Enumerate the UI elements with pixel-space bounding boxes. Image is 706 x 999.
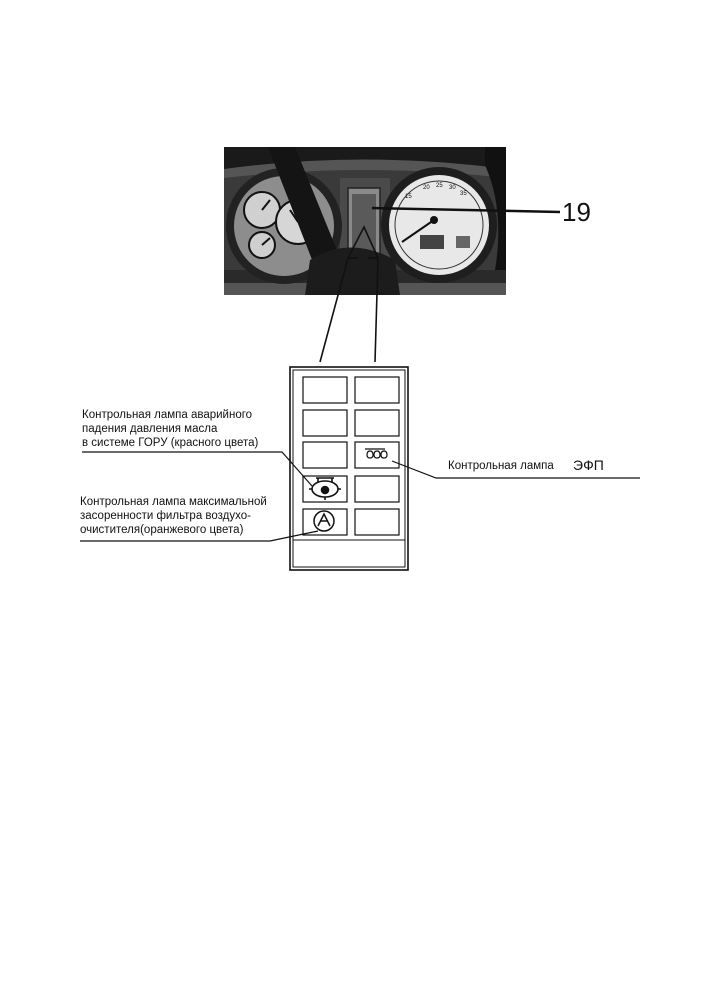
- callout-number: 19: [562, 197, 591, 227]
- lamp-slot-oil-pressure: [302, 475, 348, 503]
- lamp-slot-l3: [302, 441, 348, 469]
- lamp-slot-l2: [302, 409, 348, 437]
- lamp-slot-r4: [354, 475, 400, 503]
- svg-text:30: 30: [449, 185, 456, 191]
- leader-air-filter: [80, 530, 319, 542]
- svg-text:20: 20: [423, 185, 430, 191]
- leader-oil-pressure: [82, 451, 313, 487]
- tachometer: 20 25 30 35 15: [381, 167, 497, 283]
- leader-efp: [391, 460, 640, 479]
- magnification-arrow: [319, 225, 379, 363]
- lamp-slot-r2: [354, 409, 400, 437]
- label-oil-pressure-lamp: Контрольная лампа аварийного падения дав…: [82, 408, 258, 450]
- label-oil-pressure-line2: падения давления масла: [82, 423, 218, 435]
- label-air-filter-lamp: Контрольная лампа максимальной засоренно…: [80, 495, 267, 537]
- label-air-filter-line1: Контрольная лампа максимальной: [80, 496, 267, 508]
- label-efp-lamp-code: ЭФП: [573, 457, 604, 473]
- label-air-filter-line3: очистителя(оранжевого цвета): [80, 524, 244, 536]
- lamp-slot-l1: [302, 376, 348, 404]
- callout-leader-line: [371, 206, 561, 214]
- lamp-slot-efp: [354, 441, 400, 469]
- label-oil-pressure-line1: Контрольная лампа аварийного: [82, 409, 253, 421]
- lamp-panel: [289, 366, 409, 571]
- lamp-slot-r1: [354, 376, 400, 404]
- lamp-slot-air-filter: [302, 508, 348, 536]
- oil-pressure-warning-icon: [309, 477, 341, 500]
- label-air-filter-line2: засоренности фильтра воздухо-: [80, 510, 251, 522]
- svg-text:15: 15: [405, 194, 412, 200]
- svg-text:25: 25: [436, 183, 443, 189]
- air-filter-warning-icon: [313, 510, 335, 532]
- label-efp-lamp-text: Контрольная лампа: [448, 460, 554, 472]
- svg-text:35: 35: [460, 191, 467, 197]
- glow-plug-icon: [365, 448, 388, 459]
- dashboard-photo: 20 25 30 35 15: [224, 147, 506, 295]
- label-oil-pressure-line3: в системе ГОРУ (красного цвета): [82, 437, 259, 449]
- label-leaders: [80, 451, 640, 542]
- lamp-slot-r5: [354, 508, 400, 536]
